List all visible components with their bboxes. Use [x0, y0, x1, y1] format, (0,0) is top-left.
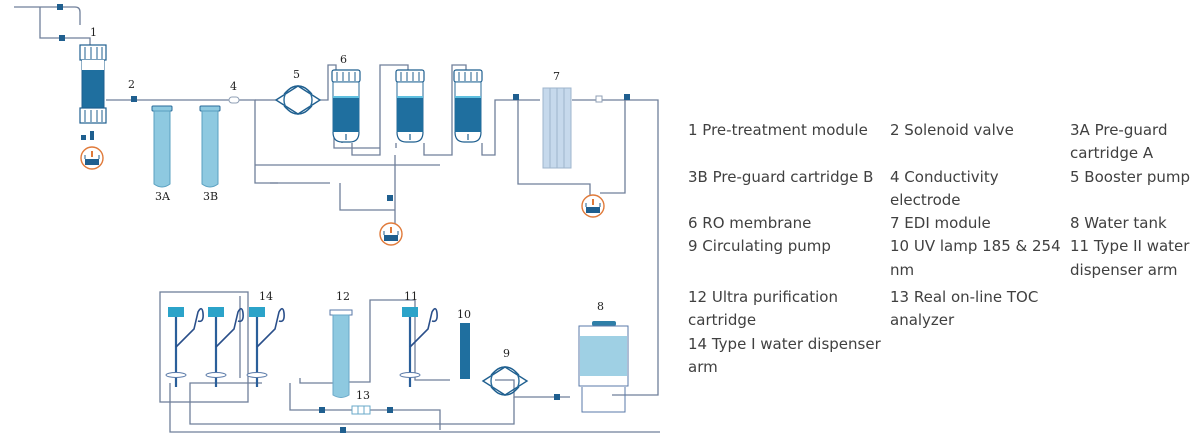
label-3a: 3A [155, 190, 171, 203]
legend-row: 12 Ultra purification cartridge 13 Real … [688, 286, 1198, 333]
solenoid-valve: 2 [128, 78, 137, 102]
label-2: 2 [128, 78, 135, 91]
uv-lamp: 10 [457, 308, 471, 379]
ro-drain-icon [379, 222, 403, 246]
legend-item-12: 12 Ultra purification cartridge [688, 288, 838, 330]
conductivity-electrode: 4 [228, 80, 240, 104]
water-tank: 8 [578, 300, 629, 413]
legend-row: 9 Circulating pump 10 UV lamp 185 & 254 … [688, 235, 1198, 282]
type-i-dispenser-arms: 14 [164, 290, 286, 389]
legend-item-3b: 3B Pre-guard cartridge B [688, 167, 874, 186]
circulating-pump: 9 [482, 347, 528, 396]
legend-item-empty [890, 333, 1070, 380]
pre-treatment-module: 1 [79, 26, 107, 170]
label-14: 14 [259, 290, 273, 303]
component-legend: 1 Pre-treatment module 2 Solenoid valve … [688, 119, 1198, 379]
legend-row: 3B Pre-guard cartridge B 4 Conductivity … [688, 166, 1198, 213]
legend-item-5: 5 Booster pump [1070, 167, 1190, 186]
tank-valve-icon [554, 394, 560, 400]
legend-item-empty [1070, 333, 1198, 380]
label-5: 5 [293, 68, 300, 81]
label-9: 9 [503, 347, 510, 360]
label-10: 10 [457, 308, 471, 321]
bypass-valve-icon [59, 35, 65, 41]
legend-row: 1 Pre-treatment module 2 Solenoid valve … [688, 119, 1198, 166]
legend-item-10: 10 UV lamp 185 & 254 nm [890, 237, 1061, 279]
pipe-network [14, 6, 660, 433]
legend-item-empty [1070, 286, 1198, 333]
ro-drain-valve-icon [387, 195, 393, 201]
legend-item-11: 11 Type II water dispenser arm [1070, 237, 1190, 279]
legend-item-2: 2 Solenoid valve [890, 121, 1014, 139]
label-1: 1 [90, 26, 97, 39]
legend-item-7: 7 EDI module [890, 214, 991, 233]
edi-drain-icon [581, 194, 605, 218]
legend-item-14: 14 Type I water dispenser arm [688, 334, 881, 376]
pre-guard-cartridge-a: 3A [151, 105, 173, 203]
legend-row: 6 RO membrane 7 EDI module 8 Water tank [688, 212, 1198, 235]
legend-item-9: 9 Circulating pump [688, 237, 831, 256]
inlet-valve-icon [57, 4, 63, 10]
legend-item-13: 13 Real on-line TOC analyzer [890, 288, 1039, 330]
label-3b: 3B [203, 190, 218, 203]
legend-item-1: 1 Pre-treatment module [688, 121, 868, 139]
legend-item-8: 8 Water tank [1070, 214, 1167, 233]
booster-pump: 5 [275, 68, 321, 115]
label-13: 13 [356, 389, 370, 402]
toc-analyzer: 13 [319, 389, 393, 433]
legend-item-6: 6 RO membrane [688, 214, 812, 233]
label-11: 11 [404, 290, 418, 303]
pre-guard-cartridge-b: 3B [199, 105, 221, 203]
ultra-purification-cartridge: 12 [329, 290, 353, 398]
label-6: 6 [340, 53, 347, 66]
label-7: 7 [553, 70, 560, 83]
edi-module: 7 [513, 70, 630, 169]
legend-item-3a: 3A Pre-guard cartridge A [1070, 121, 1168, 163]
purification-schematic: 1 2 3A 3B 4 5 6 [14, 4, 660, 433]
legend-item-4: 4 Conductivity electrode [890, 167, 999, 209]
label-4: 4 [230, 80, 237, 93]
type-ii-dispenser-arm: 11 [398, 290, 439, 389]
ro-membranes: 6 [331, 53, 483, 143]
legend-row: 14 Type I water dispenser arm [688, 333, 1198, 380]
label-12: 12 [336, 290, 350, 303]
label-8: 8 [597, 300, 604, 313]
